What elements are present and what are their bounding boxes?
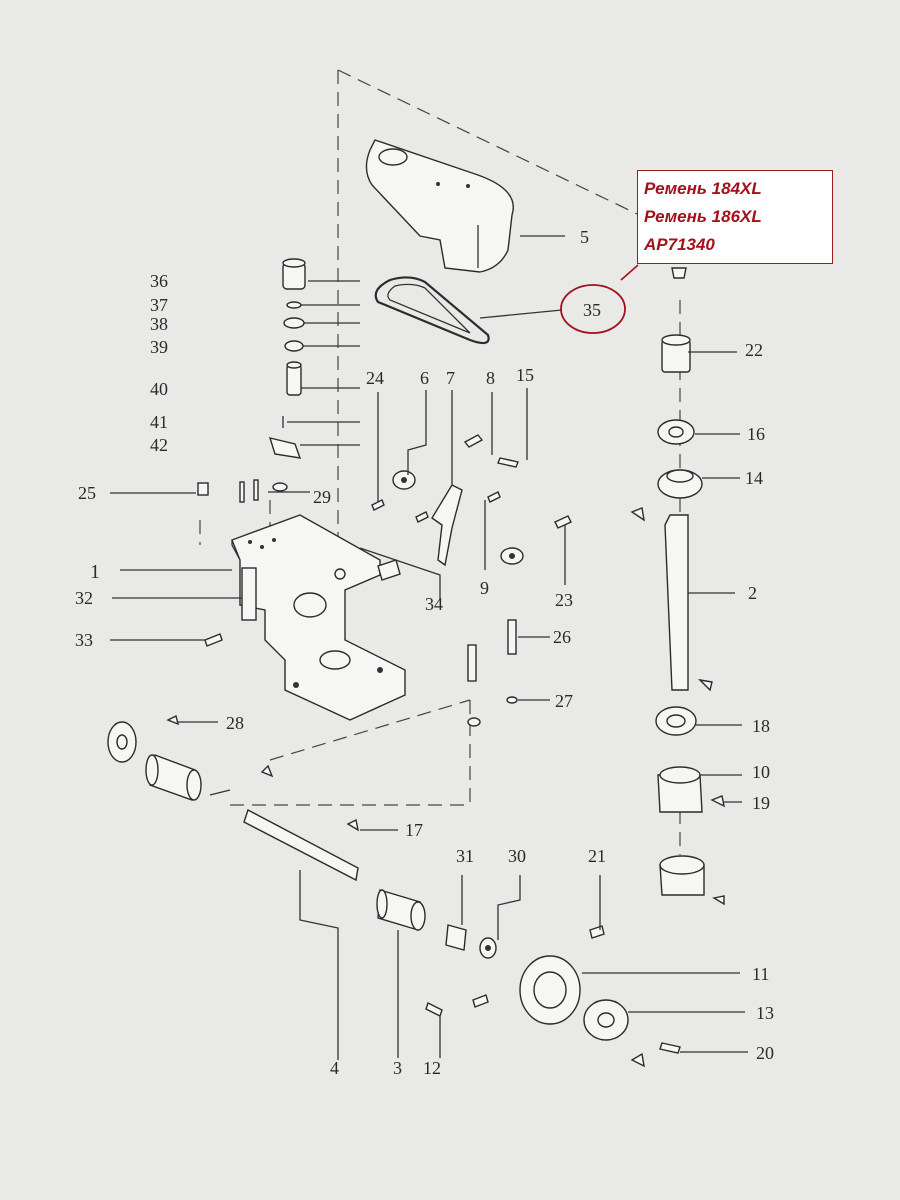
label-31: 31: [456, 846, 474, 866]
label-7: 7: [446, 368, 455, 388]
label-26: 26: [553, 627, 571, 647]
label-12: 12: [423, 1058, 441, 1078]
belt-part: [374, 276, 490, 345]
label-2: 2: [748, 583, 757, 603]
label-9: 9: [480, 578, 489, 598]
label-35: 35: [583, 300, 601, 320]
label-41: 41: [150, 412, 168, 432]
label-19: 19: [752, 793, 770, 813]
lower-shaft-assembly: [107, 714, 681, 1068]
label-34: 34: [425, 594, 443, 614]
label-25: 25: [78, 483, 96, 503]
label-42: 42: [150, 435, 168, 455]
label-6: 6: [420, 368, 429, 388]
label-17: 17: [405, 820, 423, 840]
part-number-labels: 5 35 36 37 38 39 40 41 42 25 29 1 32 33 …: [75, 227, 774, 1078]
callout-line-belt-186xl: Ремень 186XL: [644, 207, 762, 226]
label-37: 37: [150, 295, 168, 315]
label-33: 33: [75, 630, 93, 650]
left-parts-stack: [268, 258, 306, 459]
label-30: 30: [508, 846, 526, 866]
label-40: 40: [150, 379, 168, 399]
label-23: 23: [555, 590, 573, 610]
label-10: 10: [752, 762, 770, 782]
belt-part-numbers-callout: Ремень 184XL Ремень 186XL AP71340: [637, 170, 833, 264]
label-1: 1: [90, 561, 100, 583]
label-20: 20: [756, 1043, 774, 1063]
label-36: 36: [150, 271, 168, 291]
label-3: 3: [393, 1058, 402, 1078]
label-4: 4: [330, 1058, 339, 1078]
label-5: 5: [580, 227, 589, 247]
main-housing-part: [231, 514, 406, 721]
callout-line-article: AP71340: [644, 235, 715, 254]
part-35-highlight-circle: [560, 284, 626, 334]
label-13: 13: [756, 1003, 774, 1023]
label-27: 27: [555, 691, 573, 711]
label-18: 18: [752, 716, 770, 736]
label-38: 38: [150, 314, 168, 334]
label-16: 16: [747, 424, 765, 444]
leader-lines: [110, 235, 748, 1060]
label-14: 14: [745, 468, 763, 488]
label-8: 8: [486, 368, 495, 388]
assembly-guide-lines: [199, 69, 681, 855]
label-28: 28: [226, 713, 244, 733]
label-15: 15: [516, 365, 534, 385]
label-32: 32: [75, 588, 93, 608]
label-22: 22: [745, 340, 763, 360]
label-24: 24: [366, 368, 384, 388]
label-29: 29: [313, 487, 331, 507]
linkage-hardware: [197, 434, 572, 727]
label-11: 11: [752, 964, 769, 984]
belt-cover-part: [365, 139, 514, 273]
label-39: 39: [150, 337, 168, 357]
spindle-assembly: [630, 267, 725, 906]
label-21: 21: [588, 846, 606, 866]
callout-line-belt-184xl: Ремень 184XL: [644, 179, 762, 198]
